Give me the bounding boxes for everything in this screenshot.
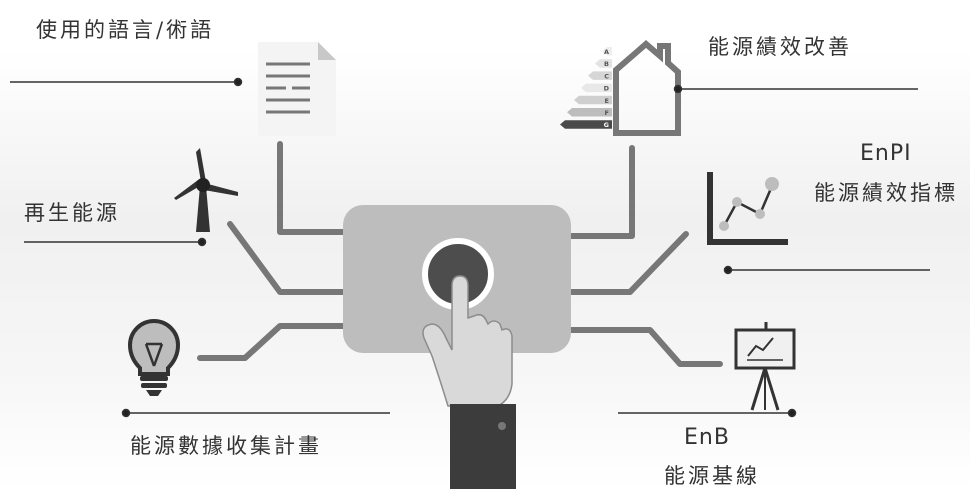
label-enpi-text: 能源績效指標 <box>814 181 958 205</box>
label-renewable-energy: 再生能源 <box>24 201 120 225</box>
scatter-chart-icon <box>707 172 788 245</box>
rating-letter-d: D <box>604 85 610 93</box>
light-bulb-icon <box>127 319 181 396</box>
easel-chart-icon <box>734 322 796 411</box>
trace-document <box>277 141 348 235</box>
rating-bar-b <box>595 59 612 68</box>
trace-enb <box>565 327 723 367</box>
trace-enpi <box>565 231 689 295</box>
trace-wind <box>227 221 348 295</box>
callout-lines <box>10 77 930 418</box>
label-data-collection-plan: 能源數據收集計畫 <box>130 434 322 458</box>
rating-letter-f: F <box>605 109 609 117</box>
rating-letter-e: E <box>605 97 609 105</box>
rating-bar-c <box>588 71 612 80</box>
rating-letter-g: G <box>604 121 609 129</box>
rating-bar-d <box>581 83 612 93</box>
rating-letter-c: C <box>604 72 609 80</box>
circuit-traces <box>197 141 723 367</box>
rating-bar-f <box>567 108 612 117</box>
label-enb-code: EnB <box>684 425 730 450</box>
rating-bar-e <box>574 95 612 105</box>
label-energy-performance-improvement: 能源績效改善 <box>708 35 852 59</box>
label-enpi-code: EnPI <box>860 141 912 166</box>
cufflink <box>498 422 506 430</box>
rating-letter-a: A <box>604 48 609 56</box>
rating-letter-b: B <box>604 60 609 68</box>
wind-turbine-icon <box>174 148 238 232</box>
trace-house <box>565 145 635 239</box>
pointing-hand-icon <box>422 275 516 489</box>
sleeve <box>450 404 516 489</box>
trace-bulb <box>197 323 348 361</box>
label-terminology: 使用的語言/術語 <box>36 18 215 42</box>
label-enb-text: 能源基線 <box>664 464 760 488</box>
rating-bar-g <box>560 120 612 129</box>
document-icon <box>258 42 336 136</box>
rating-bar-a <box>602 47 612 56</box>
